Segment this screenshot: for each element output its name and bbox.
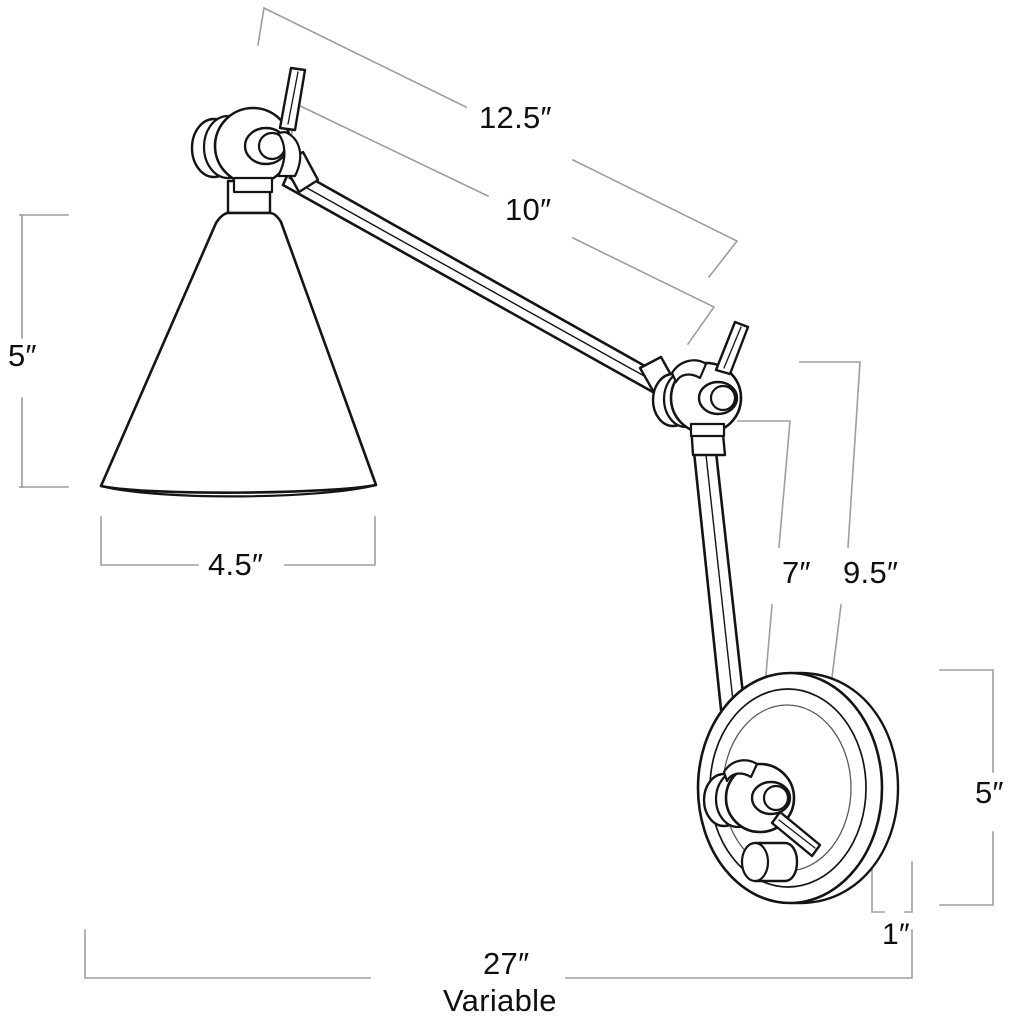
lamp-assembly: [99, 66, 900, 905]
cylindrical-switch-knob: [740, 841, 799, 883]
cone-shade: [99, 179, 378, 498]
upper-arm-tube: [281, 165, 670, 398]
label-lower-arm-outer: 9.5″: [843, 555, 899, 590]
upper-thumb-lever: [278, 66, 307, 132]
label-overall-extension-note: Variable: [443, 983, 557, 1018]
label-overall-extension: 27″: [483, 946, 530, 981]
dim-overall-extension: [84, 929, 913, 979]
lower-thumb-lever: [770, 810, 822, 858]
dim-shade-diameter: [100, 516, 376, 566]
label-backplate-depth: 1″: [882, 918, 910, 951]
label-upper-arm-inner: 10″: [505, 192, 552, 227]
upper-knuckle-joint: [190, 106, 302, 194]
middle-knuckle-joint: [651, 359, 743, 438]
dim-backplate-diameter: [939, 669, 994, 906]
label-shade-diameter: 4.5″: [208, 547, 264, 582]
dim-shade-height: [19, 214, 69, 488]
label-lower-arm-inner: 7″: [782, 555, 811, 590]
label-upper-arm-outer: 12.5″: [479, 100, 552, 135]
label-shade-height: 5″: [8, 338, 37, 373]
middle-thumb-lever: [714, 320, 750, 376]
dim-upper-arm-outer: [257, 6, 739, 279]
label-backplate-diameter: 5″: [975, 775, 1004, 810]
dim-backplate-depth: [871, 859, 913, 913]
